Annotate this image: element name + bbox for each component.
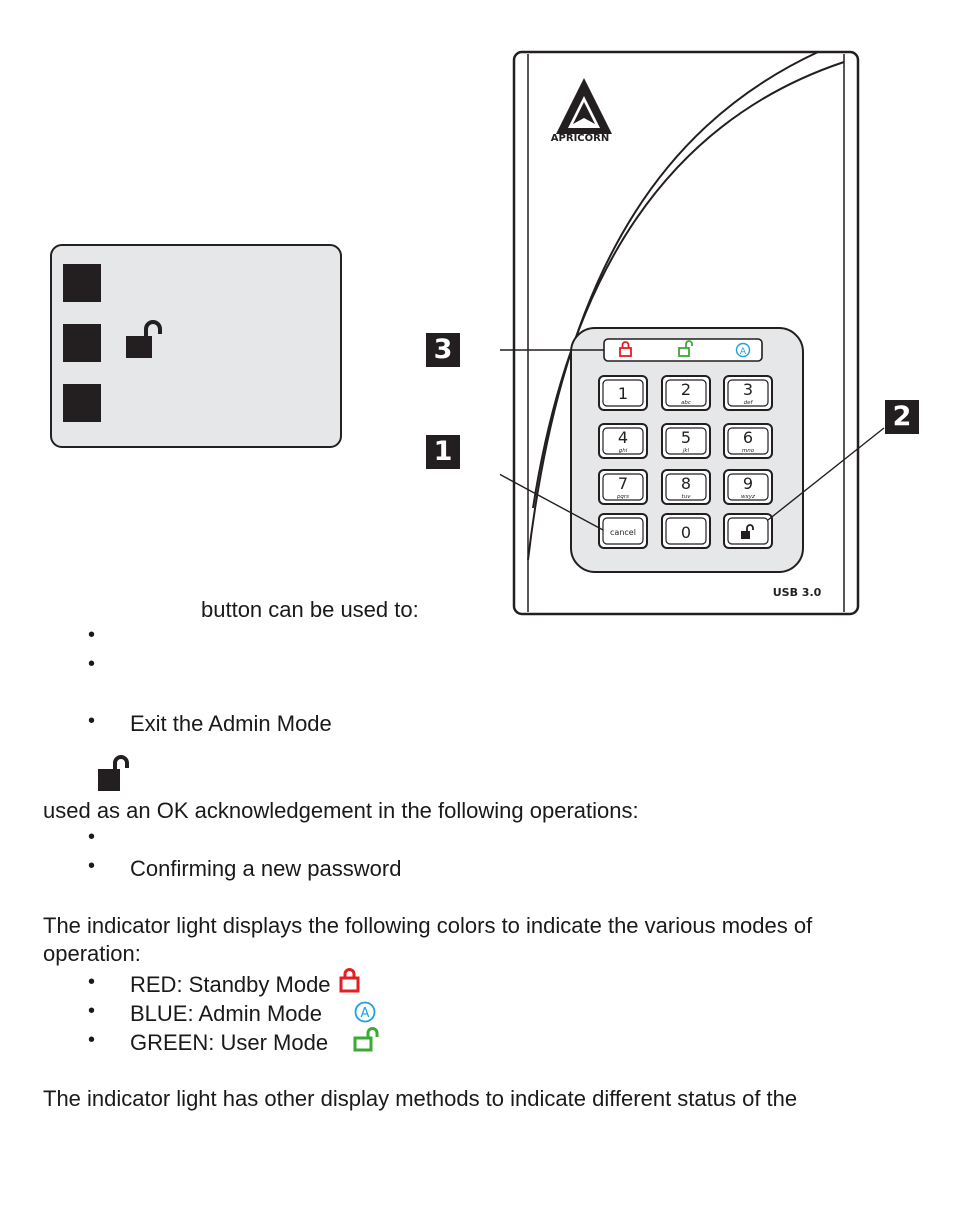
bullet: •	[88, 710, 96, 732]
bullet: •	[88, 971, 96, 993]
bullet: •	[88, 653, 96, 675]
red-lock-icon	[339, 968, 360, 993]
key-4-letters: ghi	[619, 448, 628, 454]
key-1[interactable]: 1	[598, 375, 648, 411]
key-7-digit: 7	[618, 474, 628, 493]
bullet: •	[88, 1029, 96, 1051]
key-8-digit: 8	[681, 474, 691, 493]
legend-box	[50, 244, 342, 448]
callout-1: 1	[426, 435, 460, 469]
blue-admin-icon: A	[354, 1001, 376, 1023]
cancel-key-label: cancel	[610, 528, 636, 537]
unlock-icon	[126, 320, 162, 358]
key-3-digit: 3	[743, 380, 753, 399]
indicator-intro-line1: The indicator light displays the followi…	[43, 913, 813, 938]
cancel-intro-text: button can be used to:	[201, 597, 419, 622]
indicator-intro-line2: operation:	[43, 941, 141, 966]
key-3-letters: def	[744, 400, 754, 406]
svg-text:A: A	[361, 1006, 370, 1021]
callout-3: 3	[426, 333, 460, 367]
callout-2: 2	[885, 400, 919, 434]
ok-intro-text: used as an OK acknowledgement in the fol…	[43, 798, 639, 823]
usb-label: USB 3.0	[773, 586, 822, 599]
green-unlock-icon	[353, 1027, 379, 1052]
zero-key-label: 0	[681, 523, 691, 542]
led-red-lock-icon	[619, 341, 632, 357]
apricorn-logo-icon	[556, 78, 612, 134]
unlock-key-icon	[98, 755, 129, 791]
mode-green-label: GREEN: User Mode	[130, 1030, 329, 1055]
key-9-digit: 9	[743, 474, 753, 493]
key-2-letters: abc	[681, 400, 691, 406]
svg-text:A: A	[740, 347, 747, 357]
mode-blue-label: BLUE: Admin Mode	[130, 1001, 322, 1026]
key-5-digit: 5	[681, 428, 691, 447]
legend-marker-3	[63, 384, 101, 422]
led-blue-admin-icon: A	[735, 342, 751, 358]
legend-marker-2	[63, 324, 101, 362]
bullet: •	[88, 855, 96, 877]
mode-red-label: RED: Standby Mode	[130, 972, 331, 997]
cancel-item-exit-admin: Exit the Admin Mode	[130, 711, 332, 736]
key-1-digit: 1	[618, 384, 628, 403]
key-6-letters: mno	[742, 448, 755, 454]
indicator-footer-text: The indicator light has other display me…	[43, 1086, 798, 1111]
led-green-unlock-icon	[678, 340, 693, 357]
brand-label: APRICORN	[551, 133, 609, 144]
key-6-digit: 6	[743, 428, 753, 447]
bullet: •	[88, 624, 96, 646]
unlock-key[interactable]	[723, 513, 773, 549]
key-8-letters: tuv	[682, 494, 692, 500]
ok-item-confirm-password: Confirming a new password	[130, 856, 402, 881]
legend-marker-1	[63, 264, 101, 302]
bullet: •	[88, 826, 96, 848]
key-4-digit: 4	[618, 428, 628, 447]
key-5-letters: jkl	[682, 448, 690, 454]
key-7-letters: pqrs	[616, 494, 629, 500]
cancel-key[interactable]: cancel	[598, 513, 648, 549]
zero-key[interactable]: 0	[661, 513, 711, 549]
key-9-letters: wxyz	[741, 494, 755, 500]
key-2-digit: 2	[681, 380, 691, 399]
bullet: •	[88, 1000, 96, 1022]
